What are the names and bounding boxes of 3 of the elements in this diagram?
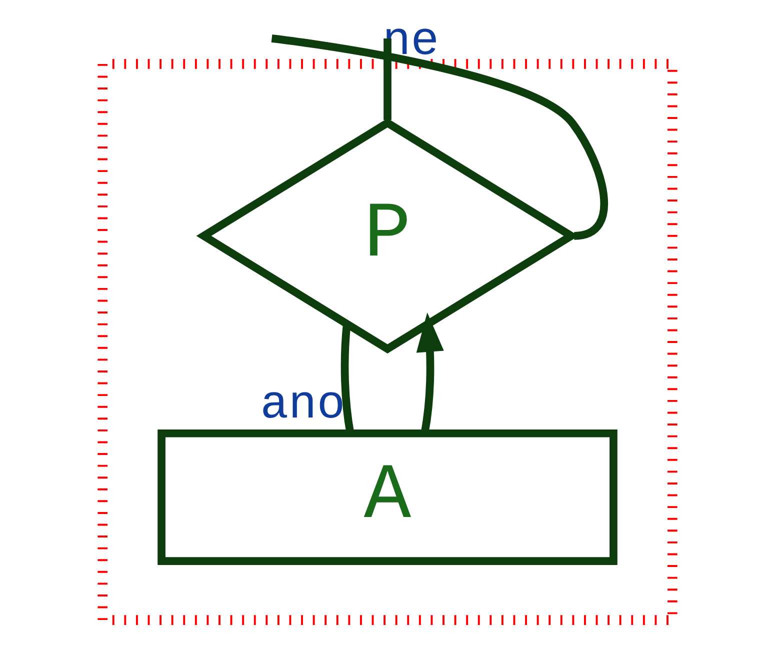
connector (384, 38, 392, 120)
node-box: A (158, 429, 618, 566)
cluster (98, 59, 678, 625)
